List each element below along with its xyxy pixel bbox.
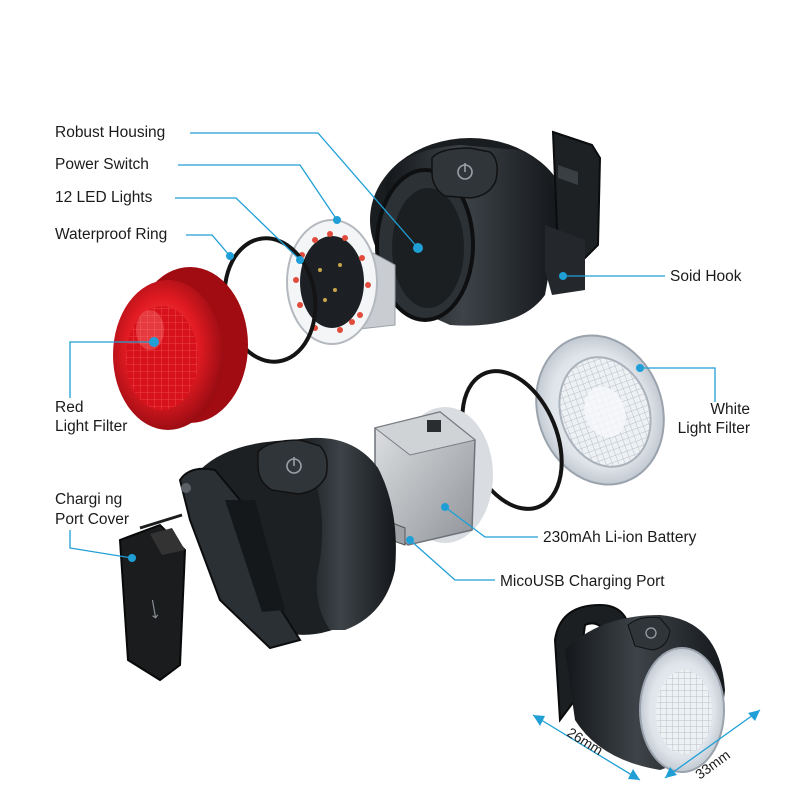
label-waterproof-ring: Waterproof Ring [55,226,168,243]
label-charging-cover-line1: Chargi ng [55,491,123,508]
arrow-width-end [628,769,640,780]
dot-robust-housing [413,243,423,253]
leader-white-filter [640,367,716,402]
label-charging-cover-line2: Port Cover [55,511,130,528]
label-led-lights: 12 LED Lights [55,189,153,206]
leader-waterproof-ring [186,234,231,257]
label-usb-port: MicoUSB Charging Port [500,573,665,590]
label-power-switch: Power Switch [55,156,149,173]
power-button-bottom [257,439,328,495]
charging-port-cover: ⟶ [118,513,187,682]
led-pcb [286,219,396,345]
leader-red-filter [69,341,154,398]
leader-battery [444,506,538,538]
leader-led-lights [175,197,301,261]
dot-power-switch [333,216,341,224]
arrow-width-start [533,715,545,726]
leader-robust-housing [190,132,419,249]
dot-usb-port [406,536,414,544]
label-red-filter-line1: Red [55,399,84,416]
label-soid-hook: Soid Hook [670,268,742,285]
battery [373,407,493,546]
dot-red-filter [149,337,159,347]
robust-housing-top [370,138,570,326]
dot-charging-cover [128,554,136,562]
arrow-height-start [665,767,677,778]
assembled-product [553,603,725,773]
dot-led-lights [296,256,304,264]
leader-charging-cover [69,530,133,559]
label-red-filter-line2: Light Filter [55,418,128,435]
label-white-filter-line2: Light Filter [677,420,750,437]
robust-housing-bottom [178,437,396,650]
label-battery: 230mAh Li-ion Battery [543,529,697,546]
dot-battery [441,503,449,511]
label-white-filter-line1: White [710,401,750,418]
power-switch-button [431,147,498,199]
leader-usb-port [409,539,495,581]
svg-text:⟶: ⟶ [144,598,163,621]
label-robust-housing: Robust Housing [55,124,166,141]
dot-waterproof-ring [226,252,234,260]
dot-soid-hook [559,272,567,280]
arrow-height-end [748,710,760,721]
leader-power-switch [178,164,338,221]
dot-white-filter [636,364,644,372]
dimension-line-height [664,709,761,779]
white-light-filter [535,334,665,486]
red-light-filter [113,267,248,430]
dimension-line-width [532,714,641,781]
soid-hook [545,130,602,295]
